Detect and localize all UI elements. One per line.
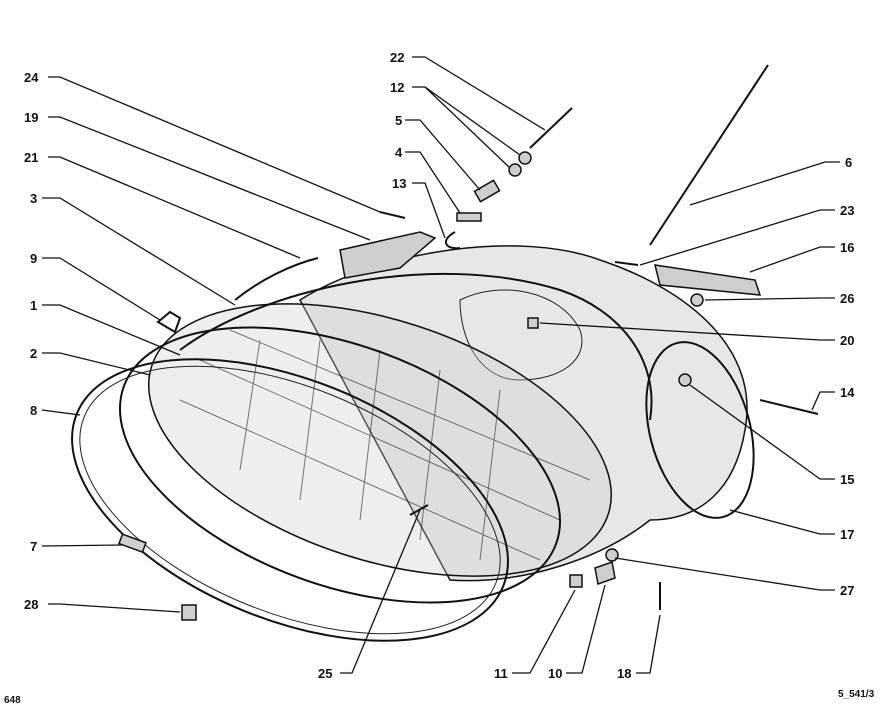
label-4: 4 <box>395 145 403 160</box>
pad-4 <box>456 212 482 222</box>
label-3: 3 <box>30 191 37 206</box>
seal-ring <box>119 326 561 604</box>
nut-12a <box>518 151 532 165</box>
figure-reference: 5_541/3 <box>838 689 875 700</box>
nut-20 <box>527 317 539 329</box>
label-8: 8 <box>30 403 37 418</box>
clip-7 <box>118 533 147 554</box>
screw-24 <box>379 211 406 219</box>
label-23: 23 <box>840 203 854 218</box>
screw-22 <box>529 107 573 149</box>
nut-26 <box>690 293 704 307</box>
cable-21 <box>234 257 319 301</box>
label-21: 21 <box>24 150 38 165</box>
washer-10 <box>594 561 616 585</box>
label-18: 18 <box>617 666 631 681</box>
headlamp-rim <box>71 358 509 642</box>
clip-28 <box>181 604 197 621</box>
nut-27 <box>605 548 619 562</box>
label-2: 2 <box>30 346 37 361</box>
clip-5 <box>473 179 501 203</box>
page-number: 648 <box>4 695 21 706</box>
headlamp-housing <box>299 245 755 582</box>
label-16: 16 <box>840 240 854 255</box>
screw-25 <box>409 504 429 516</box>
retaining-ring <box>179 272 653 421</box>
label-17: 17 <box>840 527 854 542</box>
label-6: 6 <box>845 155 852 170</box>
label-27: 27 <box>840 583 854 598</box>
label-7: 7 <box>30 539 37 554</box>
adjusting-rod <box>649 64 769 246</box>
cover-19 <box>339 231 437 279</box>
screw-14 <box>759 399 819 415</box>
label-19: 19 <box>24 110 38 125</box>
label-12: 12 <box>390 80 404 95</box>
label-25: 25 <box>318 666 332 681</box>
label-26: 26 <box>840 291 854 306</box>
label-15: 15 <box>840 472 854 487</box>
label-11: 11 <box>494 666 508 681</box>
nut-12b <box>508 163 522 177</box>
label-14: 14 <box>840 385 855 400</box>
leader-lines <box>41 56 840 674</box>
label-20: 20 <box>840 333 854 348</box>
headlamp-rim-inner <box>79 365 501 635</box>
label-10: 10 <box>548 666 562 681</box>
spring-15 <box>678 373 692 387</box>
label-13: 13 <box>392 176 406 191</box>
headlamp-lens <box>148 303 612 577</box>
label-9: 9 <box>30 251 37 266</box>
label-24: 24 <box>24 70 39 85</box>
clip-9 <box>156 310 182 334</box>
label-22: 22 <box>390 50 404 65</box>
label-5: 5 <box>395 113 402 128</box>
bracket-16 <box>653 264 762 296</box>
spring-13 <box>445 231 461 250</box>
label-1: 1 <box>30 298 37 313</box>
screw-23 <box>614 261 639 266</box>
label-28: 28 <box>24 597 38 612</box>
pad-11 <box>569 574 583 588</box>
